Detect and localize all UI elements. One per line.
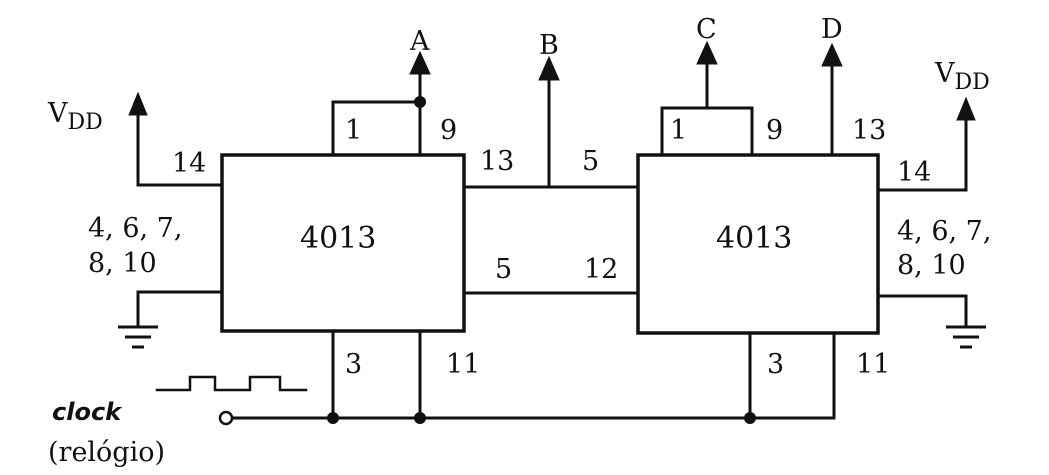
- output-a-junction: [414, 96, 426, 108]
- right-vdd-label: VDD: [934, 58, 990, 95]
- left-pin-3: 3: [345, 349, 362, 380]
- left-pin-13: 13: [480, 146, 514, 177]
- output-d-arrow: [821, 42, 843, 67]
- clock-translation: (relógio): [48, 437, 165, 468]
- left-chip-label: 4013: [300, 221, 376, 256]
- output-a-label: A: [409, 26, 430, 57]
- right-4013-chip: [636, 153, 880, 335]
- clock-junction-3: [744, 412, 756, 424]
- left-pin-5: 5: [495, 254, 512, 285]
- left-ground-wire: [136, 290, 224, 327]
- right-pin-9: 9: [766, 115, 783, 146]
- left-ground-symbol: [118, 325, 158, 349]
- output-c-label: C: [696, 14, 717, 45]
- clock-input-terminal: [218, 410, 234, 426]
- left-pin-1: 1: [345, 115, 362, 146]
- output-a-arrow: [409, 50, 431, 75]
- output-c-arrow: [696, 40, 718, 65]
- right-pin-5: 5: [582, 146, 599, 177]
- right-pin-1: 1: [670, 115, 687, 146]
- clock-junction-1: [327, 412, 339, 424]
- right-pin-14: 14: [897, 157, 931, 188]
- left-ground-pins-line1: 4, 6, 7,: [88, 213, 182, 244]
- right-pin-13: 13: [852, 115, 886, 146]
- right-pin-11: 11: [856, 349, 890, 380]
- output-b-arrow: [538, 55, 560, 81]
- left-pin-9: 9: [440, 115, 457, 146]
- left-pin1-pin9-loop: [331, 100, 422, 157]
- left-pin-14: 14: [172, 148, 206, 179]
- clock-label: clock: [52, 398, 123, 426]
- left-pin-11: 11: [446, 349, 480, 380]
- left-ground-pins-line2: 8, 10: [88, 248, 157, 279]
- right-ground-pins-line2: 8, 10: [897, 250, 966, 281]
- right-pin-12: 12: [584, 254, 618, 285]
- right-vdd-wire: [876, 116, 968, 192]
- clock-junction-2: [414, 412, 426, 424]
- left-vdd-wire: [136, 110, 224, 187]
- output-b-label: B: [539, 30, 559, 61]
- left-vdd-arrow: [128, 91, 148, 116]
- right-vdd-arrow: [956, 96, 976, 121]
- right-ground-wire: [876, 294, 968, 327]
- right-ground-pins-line1: 4, 6, 7,: [897, 216, 991, 247]
- right-ground-symbol: [946, 325, 986, 349]
- right-chip-label: 4013: [716, 221, 792, 256]
- left-vdd-label: VDD: [47, 98, 103, 135]
- left-4013-chip: [220, 153, 466, 333]
- clock-waveform-icon: [155, 375, 308, 392]
- right-pin-3: 3: [767, 349, 784, 380]
- output-d-label: D: [821, 14, 843, 45]
